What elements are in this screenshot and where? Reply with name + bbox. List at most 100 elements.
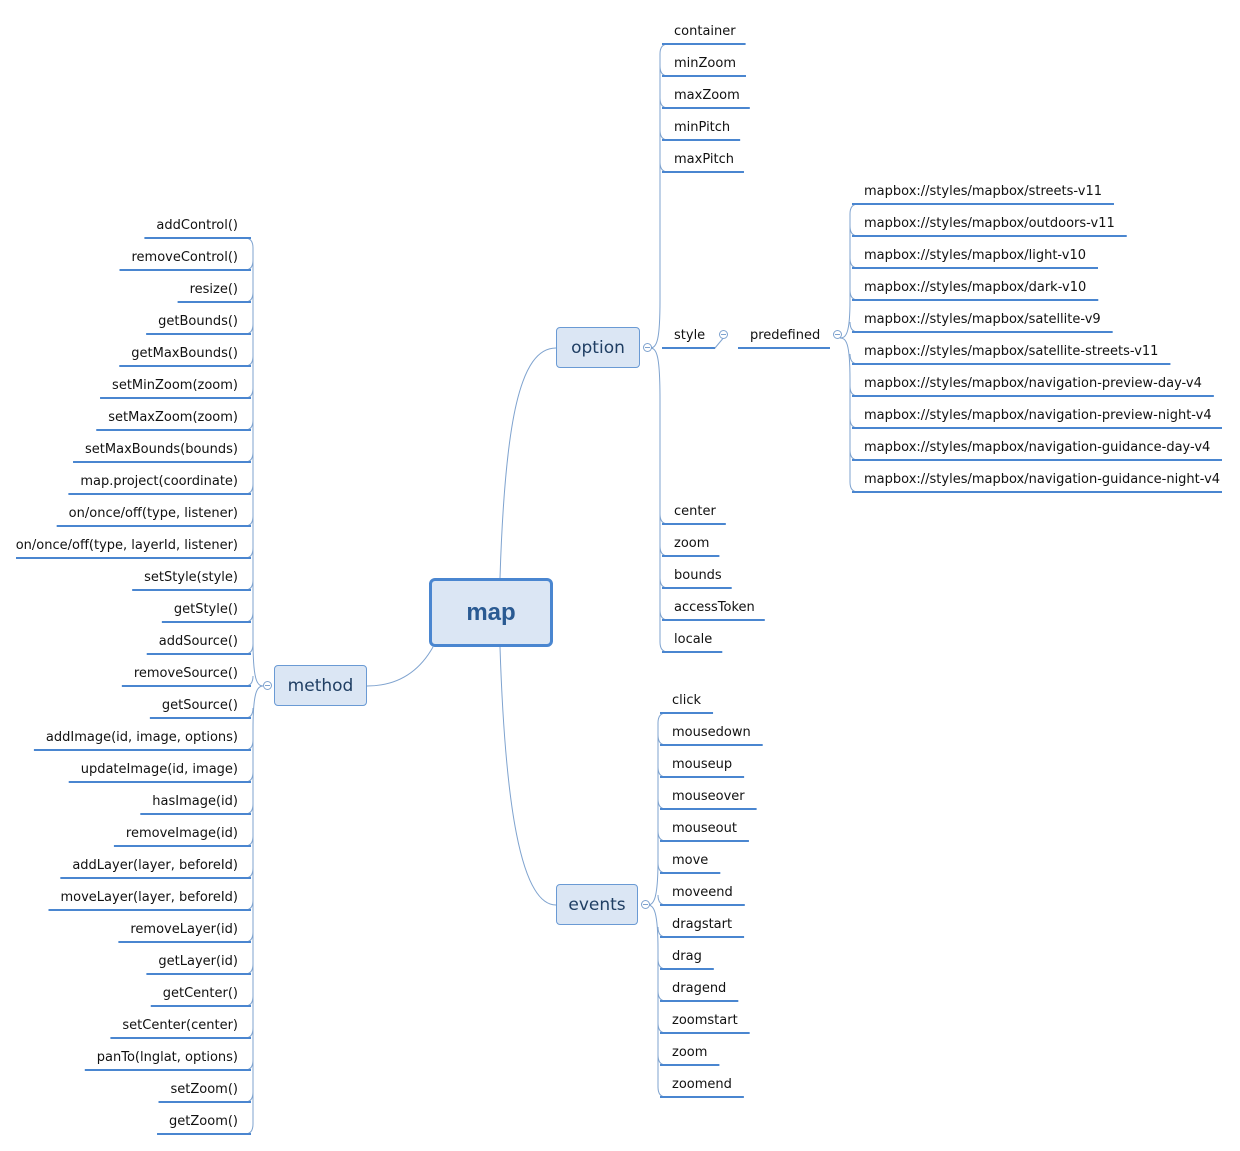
method-leaf[interactable]: addLayer(layer, beforeId) bbox=[72, 858, 238, 873]
predefined-style-leaf[interactable]: mapbox://styles/mapbox/satellite-streets… bbox=[864, 344, 1159, 359]
method-leaf[interactable]: getCenter() bbox=[162, 986, 238, 1001]
events-collapse-icon[interactable] bbox=[641, 900, 650, 909]
method-branch bbox=[244, 259, 254, 271]
option-branch bbox=[659, 577, 669, 589]
style-branch bbox=[849, 417, 859, 429]
method-leaf[interactable]: map.project(coordinate) bbox=[80, 474, 238, 489]
method-leaf[interactable]: setMaxZoom(zoom) bbox=[108, 410, 238, 425]
event-mouseup-leaf[interactable]: mouseup bbox=[672, 757, 733, 772]
method-branch bbox=[244, 995, 254, 1007]
events-bus-bottom bbox=[647, 904, 667, 1098]
predefined-collapse-icon[interactable] bbox=[833, 330, 842, 339]
method-node[interactable]: method bbox=[274, 665, 367, 706]
method-leaf[interactable]: addControl() bbox=[156, 218, 238, 233]
predefined-style-leaf[interactable]: mapbox://styles/mapbox/navigation-previe… bbox=[864, 376, 1202, 391]
style-branch bbox=[849, 321, 859, 333]
method-leaf[interactable]: addSource() bbox=[158, 634, 238, 649]
option-minzoom-leaf[interactable]: minZoom bbox=[674, 56, 736, 71]
predefined-style-leaf[interactable]: mapbox://styles/mapbox/streets-v11 bbox=[864, 184, 1102, 199]
option-accesstoken-leaf[interactable]: accessToken bbox=[674, 600, 755, 615]
option-maxpitch-leaf[interactable]: maxPitch bbox=[674, 152, 734, 167]
event-dragend-leaf[interactable]: dragend bbox=[672, 981, 727, 996]
option-maxzoom-leaf[interactable]: maxZoom bbox=[674, 88, 740, 103]
method-leaf[interactable]: setMaxBounds(bounds) bbox=[85, 442, 238, 457]
option-bounds-leaf[interactable]: bounds bbox=[674, 568, 722, 583]
link-root-method bbox=[366, 646, 434, 687]
method-leaf[interactable]: setMinZoom(zoom) bbox=[112, 378, 238, 393]
root-node[interactable]: map bbox=[429, 578, 553, 647]
event-zoomend-leaf[interactable]: zoomend bbox=[672, 1077, 732, 1092]
method-leaf[interactable]: getMaxBounds() bbox=[131, 346, 238, 361]
predefined-style-leaf[interactable]: mapbox://styles/mapbox/satellite-v9 bbox=[864, 312, 1101, 327]
option-style-leaf[interactable]: style bbox=[674, 328, 706, 343]
method-leaf[interactable]: getZoom() bbox=[169, 1114, 238, 1129]
option-branch bbox=[659, 129, 669, 141]
event-mouseout-leaf[interactable]: mouseout bbox=[672, 821, 737, 836]
method-leaf[interactable]: setStyle(style) bbox=[144, 570, 238, 585]
method-leaf[interactable]: addImage(id, image, options) bbox=[45, 730, 238, 745]
predefined-style-leaf[interactable]: mapbox://styles/mapbox/outdoors-v11 bbox=[864, 216, 1115, 231]
option-locale-leaf[interactable]: locale bbox=[674, 632, 713, 647]
event-dragstart-leaf[interactable]: dragstart bbox=[672, 917, 733, 932]
link-root-option bbox=[499, 347, 557, 579]
predefined-style-leaf[interactable]: mapbox://styles/mapbox/light-v10 bbox=[864, 248, 1086, 263]
option-container-leaf[interactable]: container bbox=[674, 24, 736, 39]
predefined-style-leaf[interactable]: mapbox://styles/mapbox/navigation-guidan… bbox=[864, 472, 1221, 487]
method-branch bbox=[244, 963, 254, 975]
method-leaf[interactable]: resize() bbox=[189, 282, 238, 297]
method-branch bbox=[244, 579, 254, 591]
link-root-events bbox=[499, 646, 557, 906]
style-bus-bottom bbox=[839, 337, 859, 493]
style-branch bbox=[849, 353, 859, 365]
option-center-leaf[interactable]: center bbox=[674, 504, 716, 519]
method-leaf[interactable]: removeSource() bbox=[133, 666, 238, 681]
option-branch bbox=[659, 161, 669, 173]
predefined-style-leaf[interactable]: mapbox://styles/mapbox/navigation-guidan… bbox=[864, 440, 1211, 455]
predefined-style-leaf[interactable]: mapbox://styles/mapbox/dark-v10 bbox=[864, 280, 1087, 295]
event-click-leaf[interactable]: click bbox=[672, 693, 702, 708]
event-moveend-leaf[interactable]: moveend bbox=[672, 885, 733, 900]
method-leaf[interactable]: updateImage(id, image) bbox=[80, 762, 238, 777]
event-move-leaf[interactable]: move bbox=[672, 853, 709, 868]
event-drag-leaf[interactable]: drag bbox=[672, 949, 702, 964]
method-leaf[interactable]: getBounds() bbox=[158, 314, 238, 329]
method-branch bbox=[244, 739, 254, 751]
method-leaf[interactable]: hasImage(id) bbox=[152, 794, 238, 809]
predefined-style-leaf[interactable]: mapbox://styles/mapbox/navigation-previe… bbox=[864, 408, 1212, 423]
method-leaf[interactable]: removeControl() bbox=[131, 250, 238, 265]
method-branch bbox=[244, 323, 254, 335]
method-leaf[interactable]: on/once/off(type, layerId, listener) bbox=[15, 538, 238, 553]
method-branch bbox=[244, 1059, 254, 1071]
method-leaf[interactable]: panTo(lnglat, options) bbox=[96, 1050, 238, 1065]
predefined-label[interactable]: predefined bbox=[750, 328, 821, 343]
events-node[interactable]: events bbox=[556, 884, 638, 925]
method-leaf[interactable]: setZoom() bbox=[170, 1082, 239, 1097]
option-zoom-leaf[interactable]: zoom bbox=[674, 536, 710, 551]
method-leaf[interactable]: getLayer(id) bbox=[158, 954, 238, 969]
method-branch bbox=[244, 419, 254, 431]
events-branch bbox=[657, 1022, 667, 1034]
method-leaf[interactable]: on/once/off(type, listener) bbox=[68, 506, 238, 521]
method-branch bbox=[244, 643, 254, 655]
method-leaf[interactable]: removeImage(id) bbox=[125, 826, 238, 841]
method-branch bbox=[244, 515, 254, 527]
option-minpitch-leaf[interactable]: minPitch bbox=[674, 120, 731, 135]
method-collapse-icon[interactable] bbox=[263, 681, 272, 690]
method-leaf[interactable]: getSource() bbox=[161, 698, 238, 713]
method-leaf[interactable]: setCenter(center) bbox=[122, 1018, 238, 1033]
method-branch bbox=[244, 835, 254, 847]
method-leaf[interactable]: removeLayer(id) bbox=[130, 922, 238, 937]
event-mouseover-leaf[interactable]: mouseover bbox=[672, 789, 745, 804]
event-mousedown-leaf[interactable]: mousedown bbox=[672, 725, 751, 740]
option-collapse-icon[interactable] bbox=[643, 343, 652, 352]
style-bus-top bbox=[839, 203, 859, 339]
method-leaf[interactable]: getStyle() bbox=[173, 602, 238, 617]
method-branch bbox=[244, 1027, 254, 1039]
method-leaf[interactable]: moveLayer(layer, beforeId) bbox=[60, 890, 239, 905]
event-zoomstart-leaf[interactable]: zoomstart bbox=[672, 1013, 738, 1028]
option-node[interactable]: option bbox=[556, 327, 640, 368]
style-collapse-icon[interactable] bbox=[719, 330, 728, 339]
event-zoom-leaf[interactable]: zoom bbox=[672, 1045, 708, 1060]
